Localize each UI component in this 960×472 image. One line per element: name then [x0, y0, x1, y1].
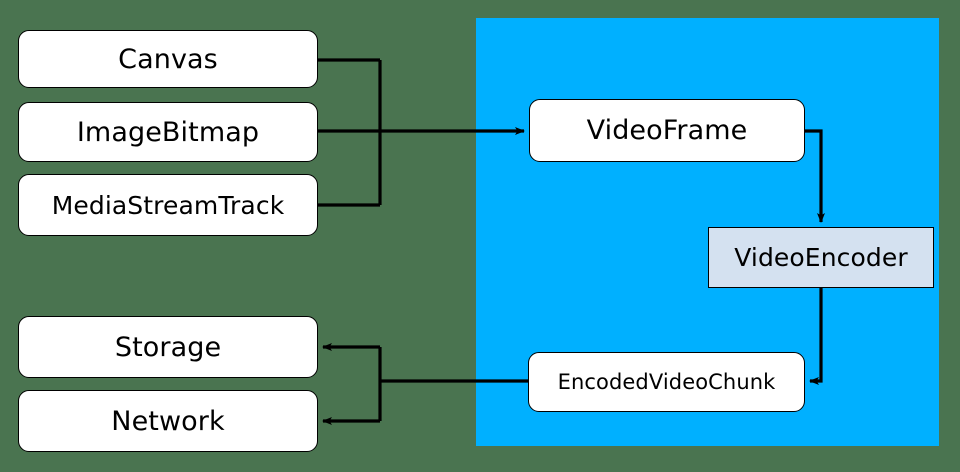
node-canvas[interactable]: Canvas — [18, 30, 318, 88]
node-canvas-label: Canvas — [118, 43, 218, 75]
node-storage[interactable]: Storage — [18, 316, 318, 378]
node-network[interactable]: Network — [18, 390, 318, 452]
node-mediastreamtrack-label: MediaStreamTrack — [51, 190, 285, 220]
node-videoframe[interactable]: VideoFrame — [529, 99, 805, 162]
node-encodedvideochunk-label: EncodedVideoChunk — [557, 369, 776, 394]
node-mediastreamtrack[interactable]: MediaStreamTrack — [18, 174, 318, 236]
node-imagebitmap[interactable]: ImageBitmap — [18, 102, 318, 162]
node-network-label: Network — [111, 405, 225, 437]
node-imagebitmap-label: ImageBitmap — [76, 116, 260, 148]
node-videoencoder[interactable]: VideoEncoder — [708, 227, 934, 288]
node-videoencoder-label: VideoEncoder — [734, 243, 908, 272]
node-encodedvideochunk[interactable]: EncodedVideoChunk — [528, 352, 805, 412]
node-videoframe-label: VideoFrame — [586, 115, 748, 146]
node-storage-label: Storage — [114, 331, 222, 363]
